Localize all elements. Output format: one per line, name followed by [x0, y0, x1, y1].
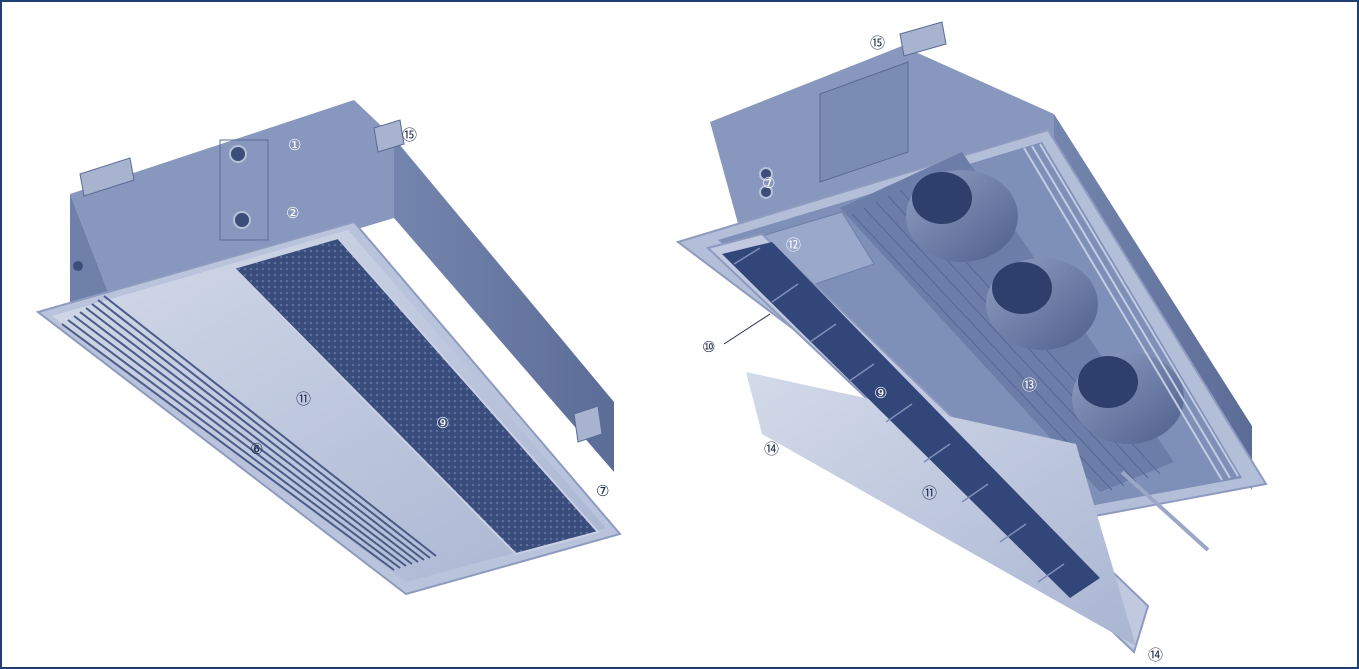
left-callout-11: ⑪ [296, 390, 311, 408]
left-intake-grille [232, 236, 600, 556]
right-callout-10: ⑩ [702, 338, 715, 356]
right-pipe-connection [759, 185, 773, 199]
left-pipe-connection [229, 145, 247, 163]
left-unit [35, 100, 622, 596]
right-pipe-connection [759, 167, 773, 181]
right-discharge-louvres [1023, 143, 1239, 481]
left-callout-9: ⑨ [436, 414, 449, 432]
left-callout-1: ① [288, 136, 301, 154]
right-callout-7: ⑦ [762, 174, 775, 192]
right-callout-14-bottom: ⑭ [1148, 646, 1163, 664]
right-bracket [899, 21, 947, 57]
left-callout-7: ⑦ [596, 482, 609, 500]
right-filter-slats [733, 247, 1065, 583]
right-callout-11: ⑪ [922, 484, 937, 502]
left-bracket [573, 405, 603, 443]
left-casing-back [70, 100, 394, 302]
left-bracket [79, 157, 135, 197]
right-unit [675, 21, 1268, 654]
right-support-rod [1120, 470, 1210, 552]
right-callouts: ⑮ ⑦ ⑫ ⑩ ⑨ ⑬ ⑭ ⑪ ⑭ [702, 34, 1163, 664]
right-compartment [819, 61, 909, 183]
left-discharge-grille [61, 295, 437, 571]
right-callout-15: ⑮ [870, 34, 885, 52]
left-connection-plate [219, 139, 269, 241]
right-open-panel [746, 372, 1136, 646]
right-filter-grille [722, 242, 1100, 598]
right-callout-14-left: ⑭ [764, 440, 779, 458]
left-callout-2: ② [286, 204, 299, 222]
left-casing-side [394, 138, 614, 472]
left-callouts: ① ② ⑮ ⑪ ⑨ ⑥ ⑦ [250, 126, 609, 500]
right-callout-leader [723, 313, 771, 345]
left-casing-front [70, 194, 112, 312]
right-callout-12: ⑫ [786, 236, 801, 254]
left-bracket [373, 119, 405, 153]
right-fans [906, 170, 1184, 444]
left-pipe-connection [233, 211, 251, 229]
left-callout-15: ⑮ [402, 126, 417, 144]
left-drain [73, 261, 83, 271]
left-callout-6: ⑥ [250, 440, 263, 458]
right-callout-13: ⑬ [1022, 376, 1037, 394]
right-callout-9: ⑨ [874, 384, 887, 402]
